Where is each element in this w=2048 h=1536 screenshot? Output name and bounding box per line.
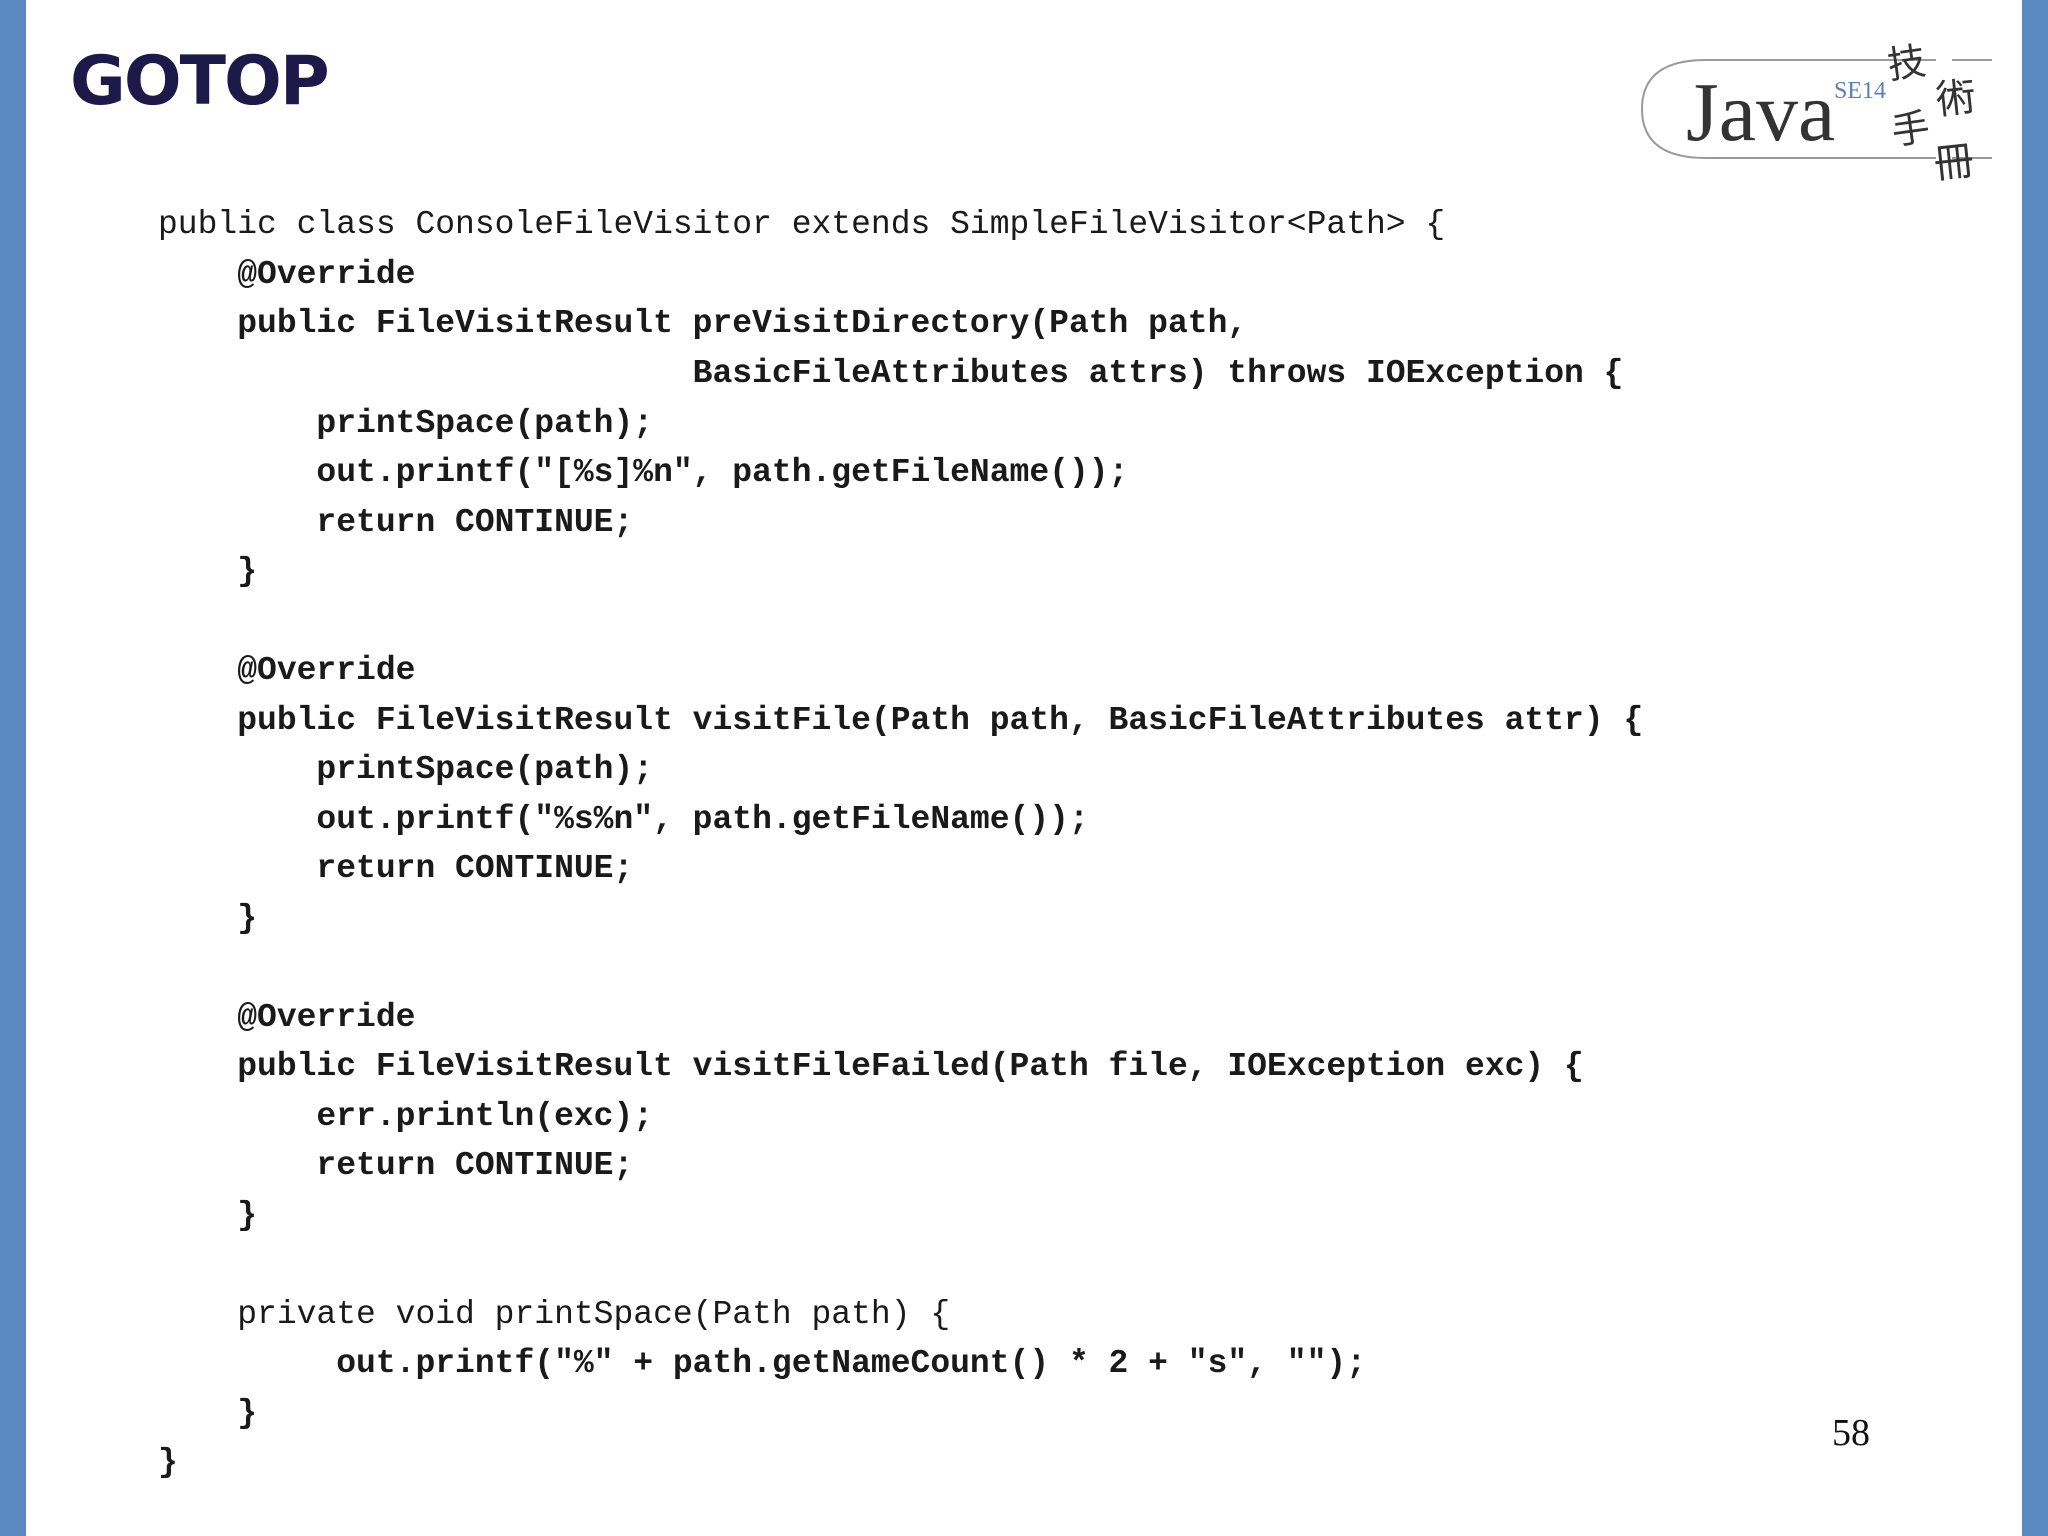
code-line: public FileVisitResult visitFileFailed(P… bbox=[158, 1048, 1584, 1085]
code-line: out.printf("%" + path.getNameCount() * 2… bbox=[158, 1345, 1366, 1382]
code-line: } bbox=[158, 1197, 258, 1234]
gotop-logo: GOTOP bbox=[70, 42, 330, 121]
code-line: return CONTINUE; bbox=[158, 504, 634, 541]
code-line: return CONTINUE; bbox=[158, 850, 634, 887]
code-line: } bbox=[158, 1444, 178, 1481]
code-line: } bbox=[158, 553, 258, 590]
code-line: @Override bbox=[158, 652, 416, 689]
java-se14-badge: Java SE14 技 術 手 冊 bbox=[1636, 42, 1992, 182]
right-accent-bar bbox=[2022, 0, 2048, 1536]
code-line: out.printf("%s%n", path.getFileName()); bbox=[158, 801, 1089, 838]
badge-cjk-char-1: 技 bbox=[1885, 42, 1929, 88]
java-wordmark: Java bbox=[1686, 66, 1835, 159]
code-line: printSpace(path); bbox=[158, 405, 654, 442]
code-line: return CONTINUE; bbox=[158, 1147, 634, 1184]
code-line: } bbox=[158, 1395, 258, 1432]
code-line: printSpace(path); bbox=[158, 751, 654, 788]
code-line: public class ConsoleFileVisitor extends … bbox=[158, 206, 1446, 243]
page-number: 58 bbox=[1832, 1412, 1870, 1454]
code-line: @Override bbox=[158, 999, 416, 1036]
code-line: private void printSpace(Path path) { bbox=[158, 1296, 951, 1333]
left-accent-bar bbox=[0, 0, 26, 1536]
code-line: public FileVisitResult visitFile(Path pa… bbox=[158, 702, 1644, 739]
code-line: public FileVisitResult preVisitDirectory… bbox=[158, 305, 1248, 342]
code-line: out.printf("[%s]%n", path.getFileName())… bbox=[158, 454, 1129, 491]
code-line: @Override bbox=[158, 256, 416, 293]
code-line: BasicFileAttributes attrs) throws IOExce… bbox=[158, 355, 1624, 392]
badge-cjk-char-2: 術 bbox=[1934, 74, 1979, 124]
code-line: } bbox=[158, 900, 258, 937]
badge-cjk-char-4: 冊 bbox=[1932, 138, 1977, 182]
version-label: SE14 bbox=[1834, 78, 1886, 104]
code-line: err.println(exc); bbox=[158, 1098, 654, 1135]
badge-cjk-char-3: 手 bbox=[1889, 105, 1933, 154]
badge-outline bbox=[1640, 59, 1936, 159]
